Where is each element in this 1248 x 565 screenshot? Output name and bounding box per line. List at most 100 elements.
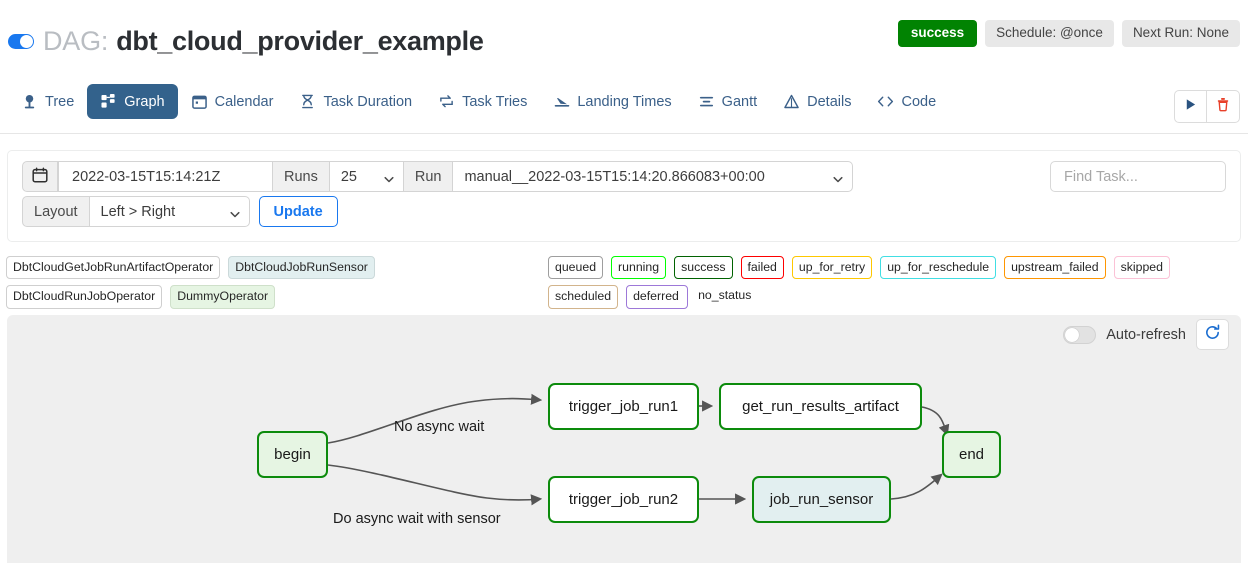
calendar-icon (191, 93, 208, 110)
layout-select[interactable]: Left > Right (89, 196, 250, 227)
refresh-icon (1204, 324, 1221, 346)
state-chip-upstream-failed[interactable]: upstream_failed (1004, 256, 1106, 280)
graph-node-job-run-sensor[interactable]: job_run_sensor (752, 476, 891, 523)
hourglass-icon (299, 93, 316, 110)
graph-node-label: end (958, 446, 985, 463)
runs-select-value: 25 (340, 168, 357, 185)
runs-label: Runs (273, 161, 330, 192)
tab-label: Details (807, 93, 852, 110)
operator-legend: DbtCloudGetJobRunArtifactOperator DbtClo… (6, 256, 536, 309)
tab-graph[interactable]: Graph (87, 84, 178, 119)
tree-icon (21, 93, 38, 110)
dag-action-buttons (1174, 90, 1240, 123)
graph-node-label: get_run_results_artifact (742, 398, 899, 415)
operator-chip-list: DbtCloudGetJobRunArtifactOperator DbtClo… (6, 256, 536, 309)
run-select-value: manual__2022-03-15T15:14:20.866083+00:00 (464, 168, 765, 185)
graph-node-label: trigger_job_run2 (568, 491, 679, 508)
trash-icon (1216, 97, 1230, 117)
tab-label: Task Tries (462, 93, 528, 110)
next-run-badge: Next Run: None (1121, 20, 1240, 47)
state-chip-deferred[interactable]: deferred (626, 285, 689, 309)
tab-label: Code (901, 93, 937, 110)
tab-label: Task Duration (323, 93, 413, 110)
refresh-button[interactable] (1196, 319, 1229, 350)
tab-landing-times[interactable]: Landing Times (540, 84, 684, 119)
dag-title-row: DAG: dbt_cloud_provider_example (8, 26, 484, 57)
graph-canvas[interactable]: begin trigger_job_run1 get_run_results_a… (7, 315, 1241, 563)
operator-chip[interactable]: DbtCloudRunJobOperator (6, 285, 163, 309)
state-chip-failed[interactable]: failed (740, 256, 784, 280)
layout-label: Layout (22, 196, 90, 227)
schedule-badge: Schedule: @once (985, 20, 1114, 47)
auto-refresh-label: Auto-refresh (1106, 326, 1186, 343)
chevron-down-icon (833, 172, 844, 182)
operator-chip[interactable]: DbtCloudGetJobRunArtifactOperator (6, 256, 221, 280)
dag-graph-panel: Auto-refresh (7, 315, 1241, 563)
tab-task-duration[interactable]: Task Duration (286, 84, 425, 119)
edge-label-do-async-wait: Do async wait with sensor (333, 511, 501, 527)
graph-icon (100, 93, 117, 110)
auto-refresh-toggle[interactable] (1063, 325, 1097, 344)
chevron-down-icon (229, 207, 240, 217)
operator-chip[interactable]: DbtCloudJobRunSensor (228, 256, 375, 280)
state-chip-running[interactable]: running (611, 256, 667, 280)
base-date-input-field[interactable] (70, 167, 261, 186)
retry-icon (438, 93, 455, 110)
gantt-icon (698, 93, 715, 110)
base-date-input[interactable] (58, 161, 273, 192)
graph-node-label: begin (274, 446, 311, 463)
state-chip-up-for-reschedule[interactable]: up_for_reschedule (880, 256, 997, 280)
tab-label: Landing Times (577, 93, 672, 110)
find-task-input[interactable] (1050, 161, 1226, 192)
state-chip-list: queued running success failed up_for_ret… (548, 256, 1246, 309)
edge-label-no-async-wait: No async wait (394, 419, 485, 435)
trigger-dag-button[interactable] (1174, 90, 1207, 123)
dag-nav-bar: Tree Graph Calendar Task Duration (0, 78, 1248, 134)
play-icon (1184, 98, 1197, 116)
graph-node-get-run-results-artifact[interactable]: get_run_results_artifact (719, 383, 922, 430)
page-title: dbt_cloud_provider_example (116, 26, 484, 56)
base-date-calendar-button[interactable] (22, 161, 58, 192)
state-chip-up-for-retry[interactable]: up_for_retry (791, 256, 873, 280)
graph-node-label: job_run_sensor (769, 491, 874, 508)
tab-label: Gantt (721, 93, 758, 110)
tab-label: Calendar (214, 93, 274, 110)
state-chip-no-status[interactable]: no_status (698, 288, 752, 303)
tab-gantt[interactable]: Gantt (685, 84, 770, 119)
graph-node-label: trigger_job_run1 (568, 398, 679, 415)
graph-edges (327, 393, 950, 506)
graph-node-trigger-job-run1[interactable]: trigger_job_run1 (548, 383, 699, 430)
tab-label: Tree (45, 93, 75, 110)
operator-chip[interactable]: DummyOperator (170, 285, 276, 309)
run-label: Run (403, 161, 454, 192)
status-badge: success (897, 20, 978, 47)
tab-calendar[interactable]: Calendar (178, 84, 287, 119)
delete-dag-button[interactable] (1207, 90, 1240, 123)
dag-pause-toggle[interactable] (8, 34, 34, 49)
update-button[interactable]: Update (258, 196, 338, 227)
layout-select-value: Left > Right (100, 203, 176, 220)
page-header: DAG: dbt_cloud_provider_example success … (0, 0, 1248, 72)
calendar-icon (32, 166, 48, 187)
graph-toolbar: Auto-refresh (1063, 319, 1229, 350)
runs-select[interactable]: 25 (329, 161, 404, 192)
tab-details[interactable]: Details (770, 84, 864, 119)
filter-row-secondary: Layout Left > Right Update (22, 196, 338, 227)
state-legend: queued running success failed up_for_ret… (548, 256, 1246, 309)
filter-row-primary: Runs 25 Run manual__2022-03-15T15:14:20.… (22, 161, 854, 192)
find-task-input-field[interactable] (1062, 167, 1214, 186)
state-chip-skipped[interactable]: skipped (1113, 256, 1170, 280)
state-chip-success[interactable]: success (674, 256, 733, 280)
dag-label: DAG: (43, 26, 109, 56)
tab-task-tries[interactable]: Task Tries (425, 84, 540, 119)
dag-filter-panel: Runs 25 Run manual__2022-03-15T15:14:20.… (7, 150, 1241, 242)
graph-node-begin[interactable]: begin (257, 431, 328, 478)
state-chip-scheduled[interactable]: scheduled (548, 285, 619, 309)
run-select[interactable]: manual__2022-03-15T15:14:20.866083+00:00 (453, 161, 854, 192)
graph-node-trigger-job-run2[interactable]: trigger_job_run2 (548, 476, 699, 523)
graph-node-end[interactable]: end (942, 431, 1001, 478)
landing-icon (553, 93, 570, 110)
tab-code[interactable]: Code (864, 84, 949, 119)
state-chip-queued[interactable]: queued (548, 256, 604, 280)
tab-tree[interactable]: Tree (8, 84, 87, 119)
